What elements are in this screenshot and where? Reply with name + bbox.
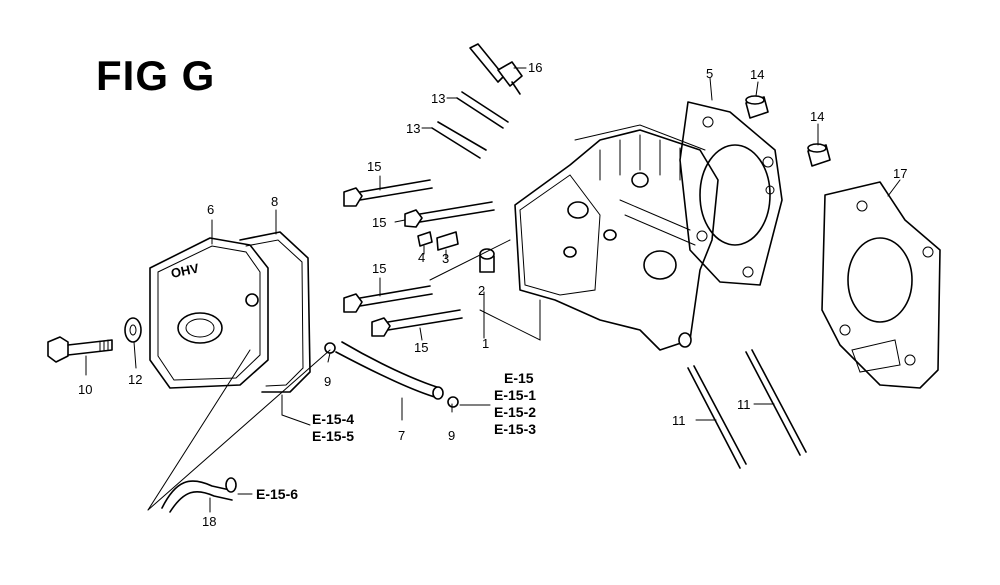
- callout-2: 2: [478, 283, 485, 298]
- gasket-17: [821, 181, 941, 389]
- hose-18: [161, 477, 237, 513]
- stud-13: [431, 91, 509, 159]
- callout-15-d: 15: [414, 340, 428, 355]
- washer-12: [124, 317, 142, 343]
- callout-15-c: 15: [372, 261, 386, 276]
- callout-numbers: 1 2 3 4 5 6 7 8 9 9 10 11 11 12 13 13 14…: [78, 60, 907, 529]
- figure-title: FIG G: [96, 52, 216, 99]
- ref-e-15: E-15: [504, 370, 534, 386]
- callout-14-right: 14: [810, 109, 824, 124]
- leader-lines: [85, 67, 901, 513]
- ref-e-15-1: E-15-1: [494, 387, 536, 403]
- callout-7: 7: [398, 428, 405, 443]
- cover-emblem: OHV: [170, 260, 201, 281]
- dowel-pin: [417, 231, 433, 247]
- callout-11-right: 11: [737, 397, 751, 412]
- callout-3: 3: [442, 251, 449, 266]
- cylinder-head: [514, 124, 719, 351]
- callout-15-a: 15: [367, 159, 381, 174]
- callout-18: 18: [202, 514, 216, 529]
- callout-6: 6: [207, 202, 214, 217]
- ref-e-15-6: E-15-6: [256, 486, 298, 502]
- breather-tube: [335, 341, 444, 400]
- ref-e-15-3: E-15-3: [494, 421, 536, 437]
- head-cover: OHV: [149, 237, 269, 389]
- bolt-15: [343, 179, 495, 337]
- spark-plug: [469, 43, 523, 95]
- callout-9-right: 9: [448, 428, 455, 443]
- callout-13-bottom: 13: [406, 121, 420, 136]
- callout-10: 10: [78, 382, 92, 397]
- reference-labels: E-15 E-15-1 E-15-2 E-15-3 E-15-4 E-15-5 …: [256, 370, 536, 502]
- ref-e-15-4: E-15-4: [312, 411, 354, 427]
- callout-17: 17: [893, 166, 907, 181]
- callout-1: 1: [482, 336, 489, 351]
- callout-15-b: 15: [372, 215, 386, 230]
- valve-guide: [436, 231, 459, 251]
- bolt-10: [47, 336, 113, 363]
- callout-4: 4: [418, 250, 425, 265]
- ref-e-15-5: E-15-5: [312, 428, 354, 444]
- callout-9-left: 9: [324, 374, 331, 389]
- cylinder-head-gasket: [679, 101, 783, 286]
- ref-e-15-2: E-15-2: [494, 404, 536, 420]
- callout-14-left: 14: [750, 67, 764, 82]
- callout-12: 12: [128, 372, 142, 387]
- callout-5: 5: [706, 66, 713, 81]
- callout-8: 8: [271, 194, 278, 209]
- valve-stem-seal: [479, 248, 495, 273]
- callout-13-top: 13: [431, 91, 445, 106]
- callout-16: 16: [528, 60, 542, 75]
- dowel-pin-14: [745, 95, 831, 167]
- head-cover-gasket: [239, 231, 311, 393]
- callout-11-left: 11: [672, 413, 686, 428]
